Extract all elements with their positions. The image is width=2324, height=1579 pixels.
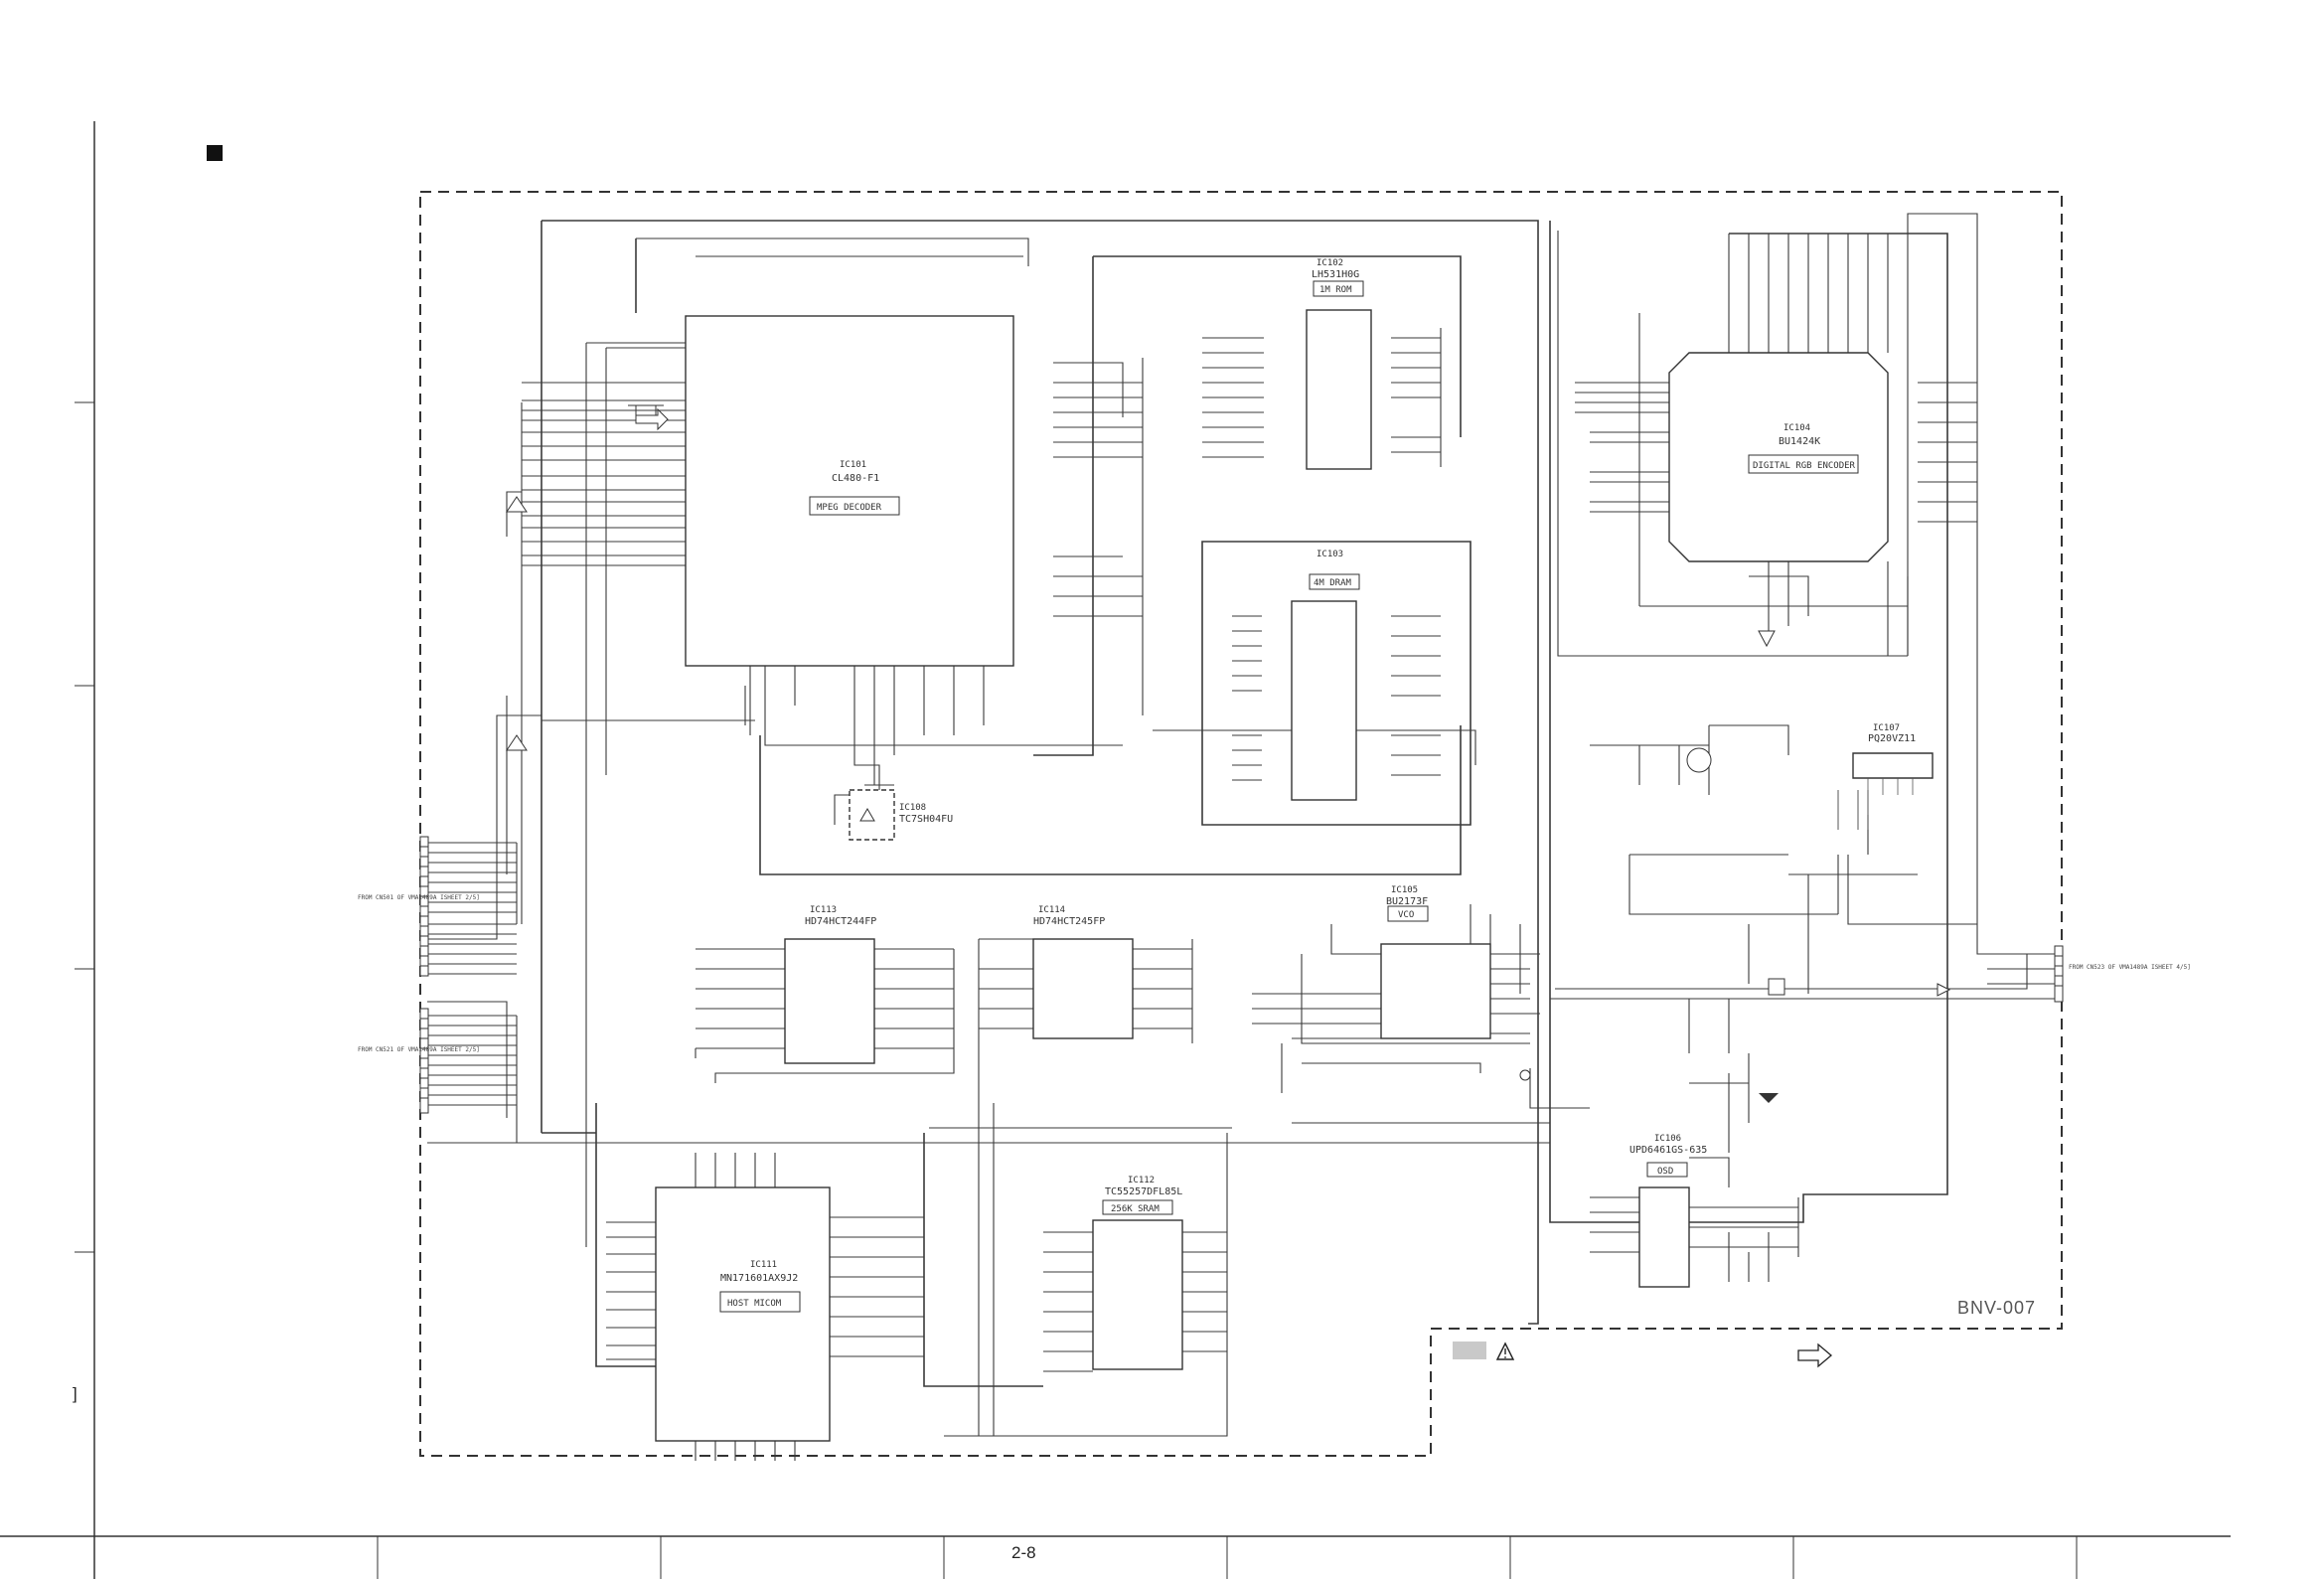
passive-components [506, 404, 1951, 1103]
ic107-ref: IC107 [1873, 723, 1900, 733]
ic111: IC111 MN171601AX9J2 HOST MICOM [655, 1186, 831, 1442]
ic105: IC105 BU2173F VCO [1380, 885, 1491, 1039]
board-outline [419, 191, 2063, 1457]
page-number: 2-8 [1011, 1543, 1036, 1562]
ic106-part: UPD6461GS-635 [1629, 1145, 1707, 1156]
section-bullet [207, 145, 223, 161]
ic112-ref: IC112 [1128, 1176, 1155, 1185]
ic114: IC114 HD74HCT245FP [1032, 905, 1134, 1039]
ic103: IC103 4M DRAM [1291, 550, 1360, 801]
ic106-function: OSD [1657, 1167, 1673, 1177]
connector-label-cn521: FROM CN521 OF VMA1489A ISHEET 2/5] [358, 1046, 480, 1053]
ic104-ref: IC104 [1783, 423, 1810, 433]
ic104-part: BU1424K [1779, 436, 1820, 447]
ic111-function: HOST MICOM [727, 1299, 782, 1309]
ic105-ref: IC105 [1391, 885, 1418, 895]
ic114-part: HD74HCT245FP [1033, 916, 1105, 927]
board-name: BNV-007 [1957, 1298, 2036, 1318]
ic108: IC108 TC7SH04FU [849, 789, 953, 841]
page-frame [0, 121, 2231, 1579]
ic112-part: TC55257DFL85L [1105, 1186, 1182, 1197]
page-left-mark: ] [73, 1384, 77, 1403]
ic108-part: TC7SH04FU [899, 814, 953, 825]
ic102-part: LH531H0G [1312, 269, 1359, 280]
ic104-function: DIGITAL RGB ENCODER [1753, 461, 1856, 471]
ic114-ref: IC114 [1038, 905, 1065, 915]
connector-block-left-top [419, 836, 429, 977]
ic101: IC101 CL480-F1 MPEG DECODER [685, 315, 1014, 667]
legend [1453, 1342, 1833, 1368]
connector-label-cn501: FROM CN501 OF VMA1489A ISHEET 2/5] [358, 894, 480, 901]
ic108-ref: IC108 [899, 803, 926, 813]
ic105-part: BU2173F [1386, 896, 1428, 907]
ic112-function: 256K SRAM [1111, 1204, 1160, 1214]
ic101-part: CL480-F1 [832, 473, 879, 484]
ic102-ref: IC102 [1317, 258, 1343, 268]
signal-arrow-icon [1797, 1342, 1833, 1368]
ic105-function: VCO [1398, 910, 1414, 920]
ic102-function: 1M ROM [1319, 285, 1352, 295]
warning-triangle-icon [1495, 1342, 1515, 1360]
wiring [427, 213, 2062, 1461]
ic103-ref: IC103 [1317, 550, 1343, 559]
connector-label-cn523: FROM CN523 OF VMA1489A ISHEET 4/5] [2069, 964, 2191, 971]
connector-block-right [2054, 945, 2064, 1003]
ic106-ref: IC106 [1654, 1134, 1681, 1144]
ic106: IC106 UPD6461GS-635 OSD [1629, 1134, 1707, 1288]
ic113-part: HD74HCT244FP [805, 916, 876, 927]
legend-swatch [1453, 1342, 1486, 1359]
connector-block-left-bottom [419, 1008, 429, 1114]
ic111-part: MN171601AX9J2 [720, 1273, 798, 1284]
ic111-ref: IC111 [750, 1260, 777, 1270]
ic103-function: 4M DRAM [1314, 578, 1352, 588]
ic101-ref: IC101 [840, 460, 866, 470]
ic104: IC104 BU1424K DIGITAL RGB ENCODER [1668, 352, 1889, 562]
ic107-part: PQ20VZ11 [1868, 733, 1916, 744]
ic102: IC102 LH531H0G 1M ROM [1306, 258, 1372, 470]
ic113: IC113 HD74HCT244FP [784, 905, 876, 1064]
ic107: IC107 PQ20VZ11 [1852, 723, 1934, 795]
ic101-function: MPEG DECODER [817, 503, 882, 513]
ic112: IC112 TC55257DFL85L 256K SRAM [1092, 1176, 1183, 1370]
ic113-ref: IC113 [810, 905, 837, 915]
